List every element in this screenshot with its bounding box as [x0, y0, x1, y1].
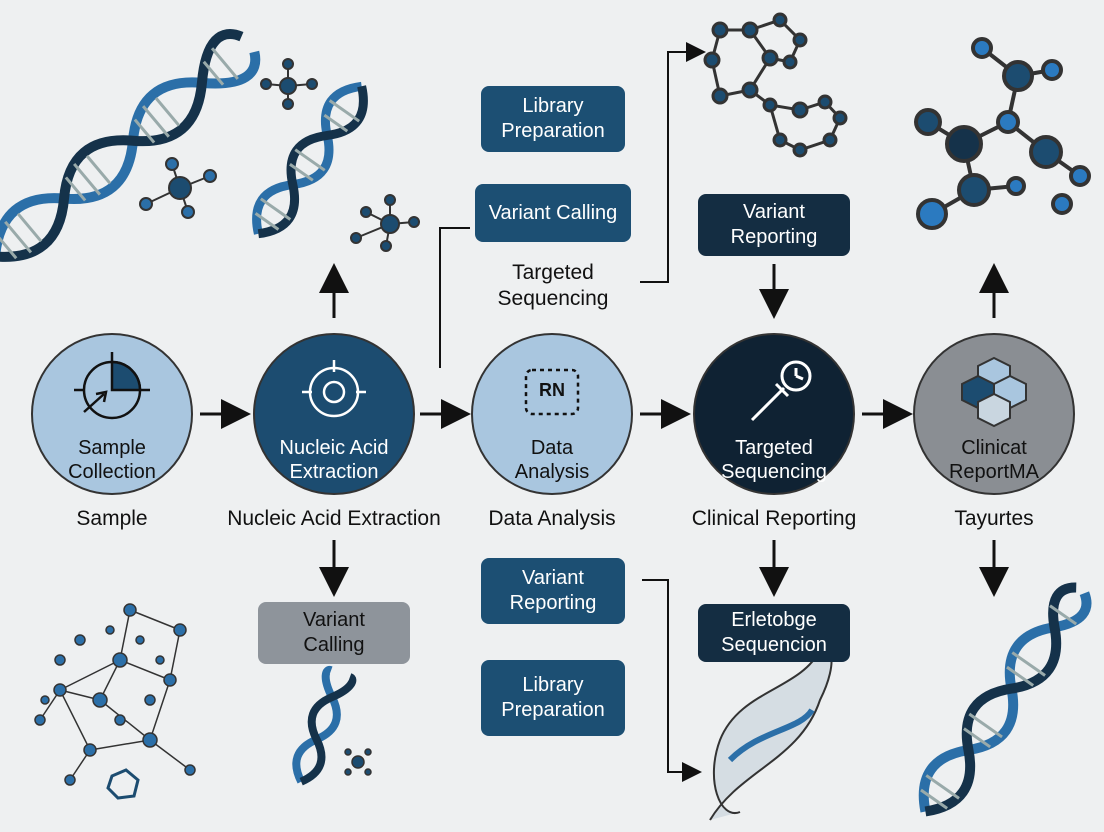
chip-text: RN — [539, 380, 565, 400]
pipette-clock-icon — [750, 360, 812, 422]
dna-helix-icon — [252, 81, 368, 239]
crosshair-icon — [302, 360, 366, 418]
molecule-icon — [914, 37, 1091, 230]
below-label-extraction: Nucleic Acid Extraction — [227, 507, 441, 530]
dna-helix-icon — [0, 29, 261, 262]
connector-line — [642, 579, 702, 782]
stage-label-sample: Sample Collection — [68, 437, 156, 483]
stage-label-analysis: Data Analysis — [514, 437, 590, 483]
variant-calling-box: Variant Calling — [475, 184, 631, 242]
stage-circle-extraction — [253, 333, 415, 495]
molecule-icon — [344, 748, 372, 776]
stage-label-sequencing: Targeted Sequencing — [721, 437, 827, 483]
stage-circle-sequencing — [693, 333, 855, 495]
connector-line — [640, 42, 706, 283]
chip-icon — [524, 368, 580, 416]
below-label-tayurtes: Tayurtes — [954, 507, 1034, 530]
variant-calling-box-bottom: Variant Calling — [258, 602, 410, 664]
stage-circle-analysis — [471, 333, 633, 495]
connector-line — [439, 227, 470, 368]
below-label-sample: Sample — [76, 507, 148, 530]
molecule-icon — [260, 58, 318, 110]
molecule-icon — [350, 194, 420, 252]
dna-ribbon-icon — [709, 646, 833, 821]
hexagon-cluster-icon — [961, 356, 1027, 428]
dna-helix-icon — [292, 665, 357, 786]
dna-helix-icon — [918, 582, 1092, 817]
stage-label-extraction: Nucleic Acid Extraction — [279, 437, 389, 483]
stage-label-reporting: Clinicat ReportMA — [948, 437, 1040, 483]
variant-reporting-box: Variant Reporting — [698, 194, 850, 256]
molecule-ring-icon — [703, 12, 848, 158]
library-preparation-box: Library Preparation — [481, 86, 625, 152]
target-arrow-icon — [74, 352, 150, 420]
variant-reporting-box-bottom: Variant Reporting — [481, 558, 625, 624]
targeted-sequencing-label: Targeted Sequencing — [497, 261, 609, 310]
stage-circle-sample — [31, 333, 193, 495]
molecule-icon — [139, 157, 217, 219]
library-preparation-box-bottom: Library Preparation — [481, 660, 625, 736]
below-label-analysis: Data Analysis — [488, 507, 616, 530]
below-label-clinical: Clinical Reporting — [691, 507, 857, 530]
erletobge-sequencion-box: Erletobge Sequencion — [698, 604, 850, 662]
molecular-network-icon — [34, 603, 196, 800]
